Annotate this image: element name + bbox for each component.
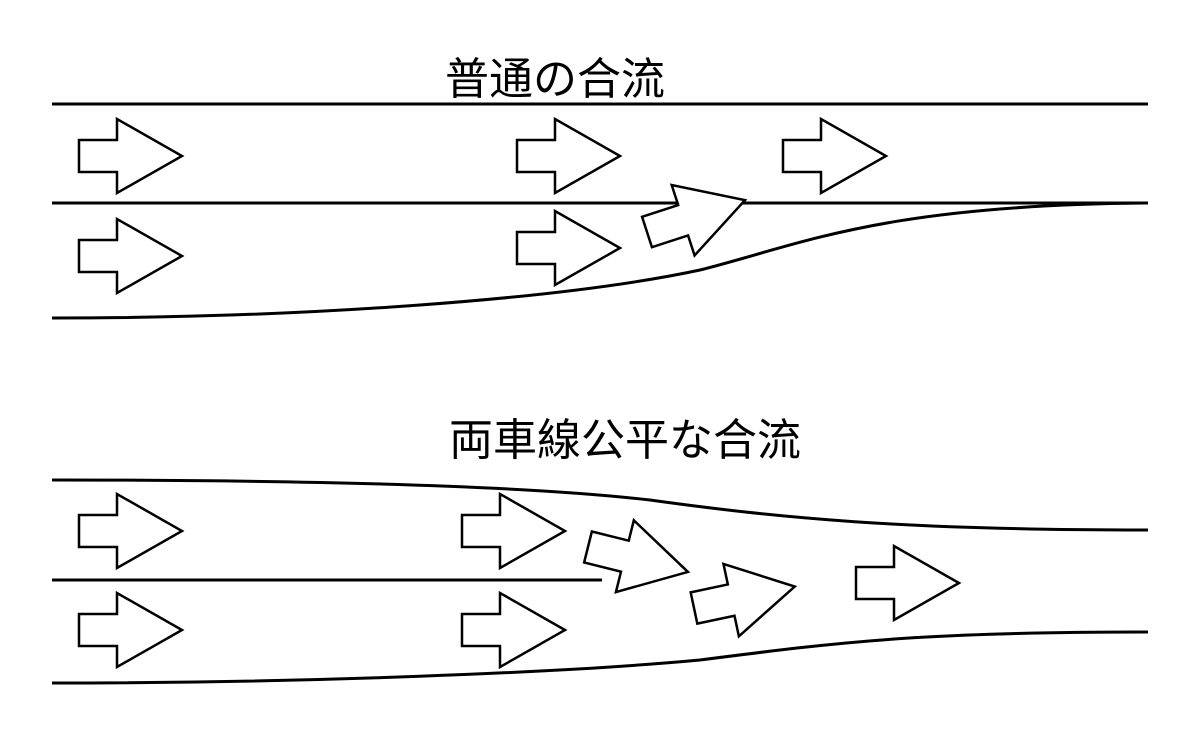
right-arrow-icon <box>460 591 567 669</box>
panel-title-normal: 普通の合流 <box>445 54 665 105</box>
panel-fair-merge: 両車線公平な合流 <box>51 415 1149 685</box>
right-arrow-icon <box>77 492 184 570</box>
right-arrow-icon <box>854 544 961 622</box>
right-arrow-icon <box>515 209 622 287</box>
right-arrow-icon <box>460 492 567 570</box>
right-arrow-icon <box>77 591 184 669</box>
right-arrow-icon <box>781 117 888 195</box>
road-edge-bottom-narrowing <box>51 630 1149 685</box>
road-edge-top-narrowing <box>51 478 1149 532</box>
right-arrow-icon <box>515 117 622 195</box>
right-arrow-icon <box>634 163 758 269</box>
right-arrow-icon <box>685 549 804 646</box>
right-arrow-icon <box>77 117 184 195</box>
panel-normal-merge: 普通の合流 <box>51 54 1149 320</box>
right-arrow-icon <box>577 509 699 610</box>
merging-lane-edge <box>51 201 1149 320</box>
panel-title-fair: 両車線公平な合流 <box>449 415 801 466</box>
right-arrow-icon <box>77 217 184 295</box>
